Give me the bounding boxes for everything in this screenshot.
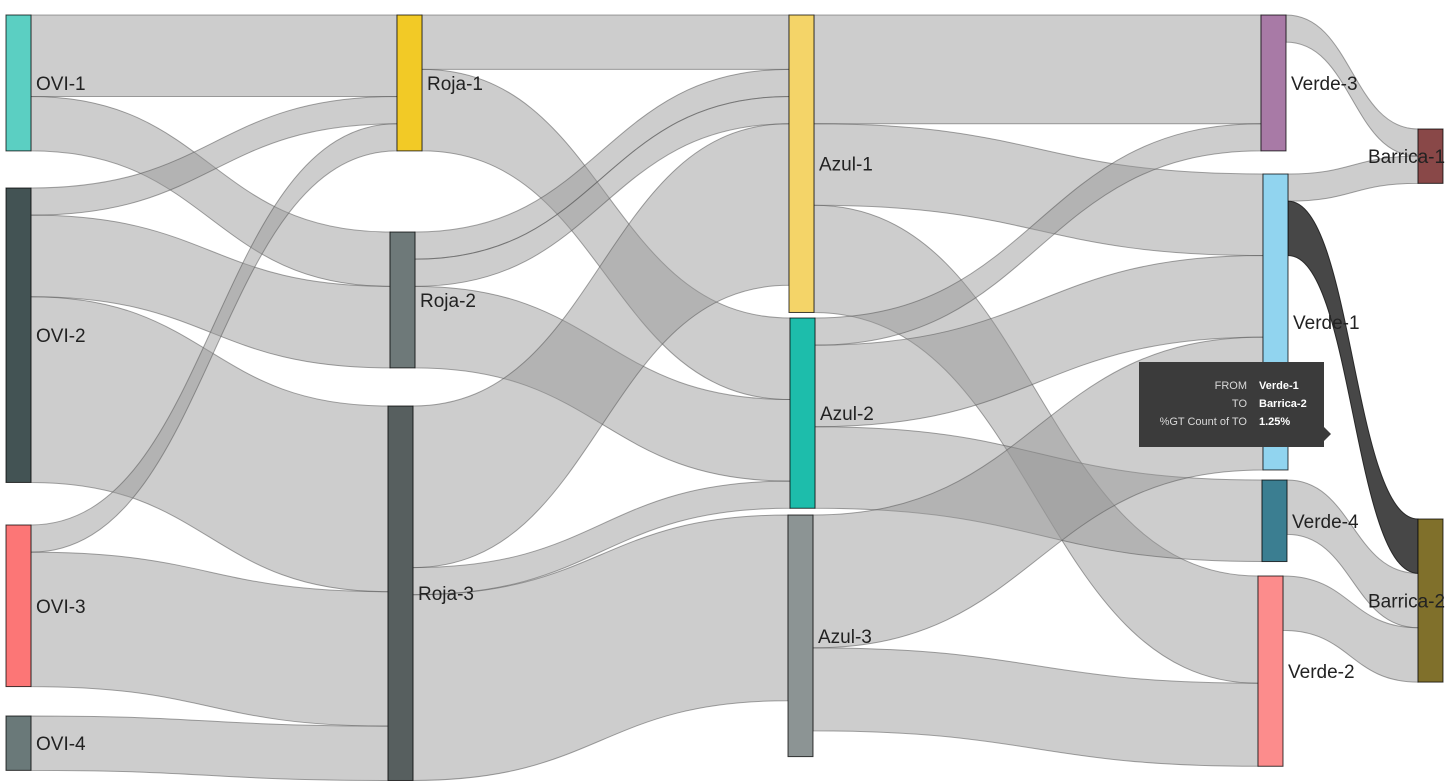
tooltip-key: FROM: [1214, 380, 1247, 392]
tooltip-value: Verde-1: [1259, 380, 1299, 392]
node-azul-3[interactable]: [787, 514, 814, 758]
node-label-verde-1: Verde-1: [1293, 313, 1360, 334]
node-label-ovi-2: OVI-2: [36, 326, 86, 347]
node-label-azul-3: Azul-3: [818, 627, 872, 648]
node-verde-4[interactable]: [1261, 479, 1288, 563]
node-label-ovi-3: OVI-3: [36, 597, 86, 618]
node-roja-1[interactable]: [396, 14, 423, 152]
node-verde-2[interactable]: [1257, 575, 1284, 767]
sankey-links: [30, 14, 1419, 781]
node-label-ovi-1: OVI-1: [36, 74, 86, 95]
node-roja-3[interactable]: [387, 405, 414, 781]
node-label-barrica-2: Barrica-2: [1368, 592, 1445, 613]
node-label-roja-1: Roja-1: [427, 74, 483, 95]
node-barrica-1[interactable]: [1417, 128, 1444, 184]
node-label-verde-3: Verde-3: [1291, 74, 1358, 95]
tooltip-value: Barrica-2: [1259, 398, 1307, 410]
tooltip-row-percent: %GT Count of TO 1.25%: [1151, 413, 1312, 431]
node-label-barrica-1: Barrica-1: [1368, 147, 1445, 168]
sankey-labels: OVI-1OVI-2OVI-3OVI-4Roja-1Roja-2Roja-3Az…: [36, 74, 1445, 755]
node-ovi-3[interactable]: [5, 524, 32, 688]
node-azul-1[interactable]: [788, 14, 815, 313]
node-ovi-2[interactable]: [5, 187, 32, 483]
tooltip-value: 1.25%: [1259, 416, 1291, 428]
node-ovi-4[interactable]: [5, 715, 32, 771]
tooltip-key: %GT Count of TO: [1159, 416, 1247, 428]
tooltip-row-from: FROM Verde-1: [1151, 377, 1312, 395]
node-label-azul-1: Azul-1: [819, 155, 873, 176]
link-ovi-1-to-roja-1[interactable]: [30, 14, 398, 98]
node-verde-3[interactable]: [1260, 14, 1287, 152]
node-azul-2[interactable]: [789, 317, 816, 509]
node-roja-2[interactable]: [389, 231, 416, 369]
node-label-roja-3: Roja-3: [418, 584, 474, 605]
tooltip-row-to: TO Barrica-2: [1151, 395, 1312, 413]
node-label-azul-2: Azul-2: [820, 404, 874, 425]
node-label-roja-2: Roja-2: [420, 291, 476, 312]
link-tooltip: FROM Verde-1 TO Barrica-2 %GT Count of T…: [1139, 362, 1331, 447]
node-label-verde-4: Verde-4: [1292, 512, 1359, 533]
node-label-ovi-4: OVI-4: [36, 734, 86, 755]
node-ovi-1[interactable]: [5, 14, 32, 152]
link-roja-1-to-azul-1[interactable]: [421, 14, 790, 70]
tooltip-key: TO: [1231, 398, 1247, 410]
link-azul-1-to-verde-3[interactable]: [813, 14, 1262, 125]
node-label-verde-2: Verde-2: [1288, 662, 1355, 683]
node-barrica-2[interactable]: [1417, 518, 1444, 683]
